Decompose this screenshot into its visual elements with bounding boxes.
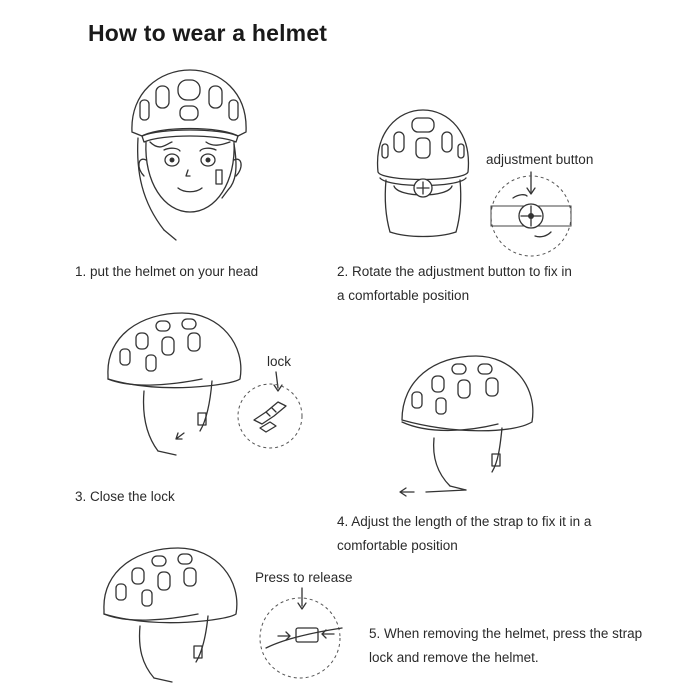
step-4-text-line-2: comfortable position: [337, 538, 458, 553]
adjustment-button-callout: [485, 168, 575, 258]
step-4-text-line-1: 4. Adjust the length of the strap to fix…: [337, 514, 592, 529]
step-2-text-line-2: a comfortable position: [337, 288, 470, 303]
press-to-release-label: Press to release: [255, 570, 353, 585]
illustration-remove-helmet: [98, 540, 248, 690]
illustration-helmet-on-head: [120, 62, 260, 252]
step-5-text-line-1: 5. When removing the helmet, press the s…: [369, 626, 643, 641]
step-2-text-line-1: 2. Rotate the adjustment button to fix i…: [337, 264, 572, 279]
page-title: How to wear a helmet: [88, 20, 328, 46]
step-3-text: 3. Close the lock: [75, 489, 175, 504]
illustration-adjust-strap-helmet: [392, 350, 542, 510]
illustration-close-lock-helmet: [102, 305, 252, 465]
adjustment-button-label: adjustment button: [486, 152, 594, 167]
lock-callout: [236, 372, 306, 452]
lock-label: lock: [267, 354, 292, 369]
step-5-text-line-2: lock and remove the helmet.: [369, 650, 539, 665]
press-to-release-callout: [246, 588, 356, 678]
illustration-rear-view-helmet: [368, 102, 478, 242]
step-1-text: 1. put the helmet on your head: [75, 264, 259, 279]
